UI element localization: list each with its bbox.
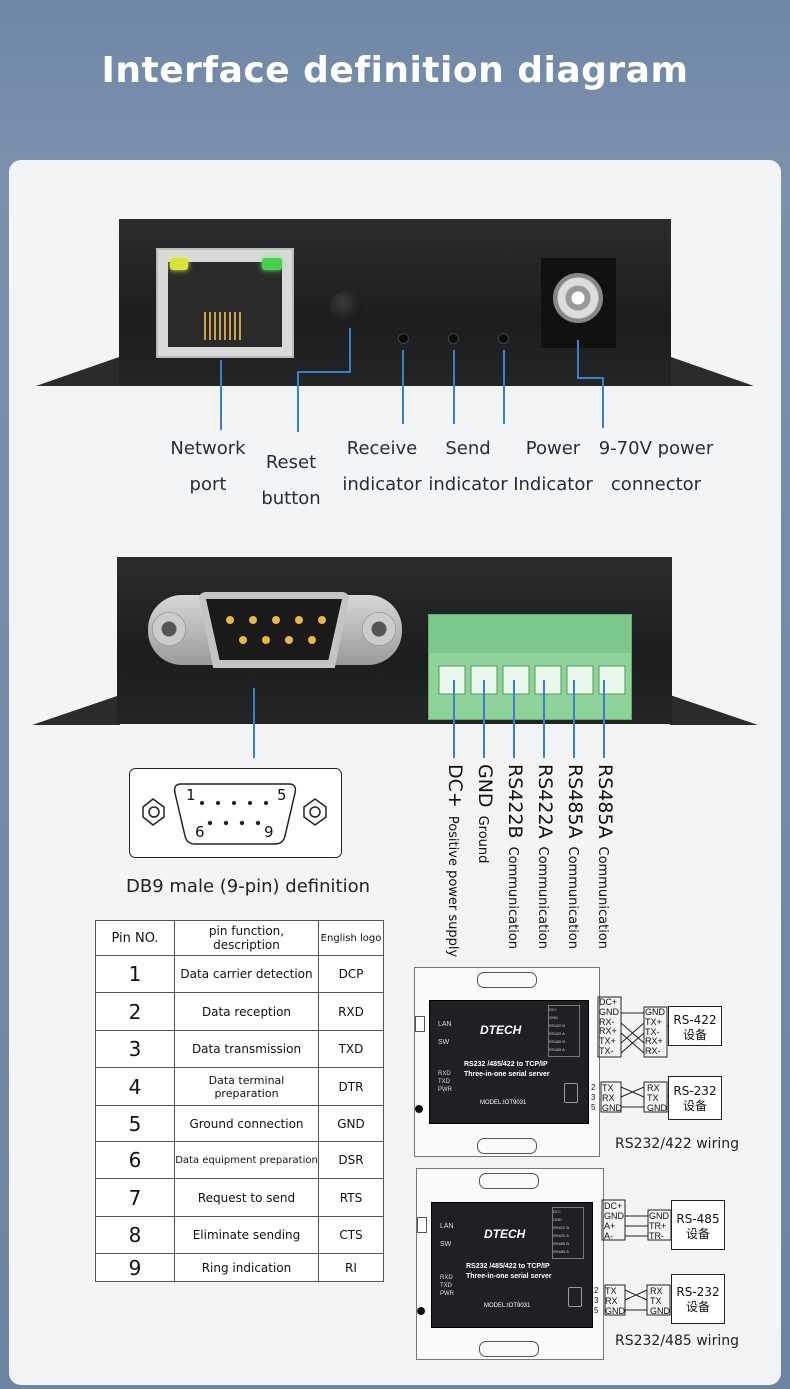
send-led <box>449 334 458 343</box>
db9-screw-left-icon <box>152 612 186 646</box>
d1-wires <box>597 996 675 1113</box>
terminal-label-rs485a-2: RS485ACommunication <box>594 764 616 949</box>
db9-pin-5-label: 5 <box>277 786 287 804</box>
db9-caption: DB9 male (9-pin) definition <box>126 876 371 897</box>
green-led-icon <box>262 258 282 270</box>
receive-led <box>399 334 408 343</box>
header-english-logo: English logo <box>318 920 384 956</box>
label-power-connector: 9-70V power connector <box>598 438 714 495</box>
bottom-leader-lines <box>253 680 605 758</box>
brand-logo-2: DTECH <box>484 1227 526 1241</box>
terminal-label-dc-plus: DC+Positive power supply <box>444 764 466 958</box>
db9-pin-6-label: 6 <box>195 823 205 841</box>
d2-wires <box>601 1199 672 1316</box>
label-receive-indicator: Receive indicator <box>342 438 422 495</box>
page-title: Interface definition diagram <box>101 50 689 91</box>
terminal-label-rs485a: RS485ACommunication <box>564 764 586 949</box>
header-function: pin function, description <box>174 920 319 956</box>
table-header-row: Pin NO. pin function, description Englis… <box>95 920 384 956</box>
terminal-label-rs422b: RS422BCommunication <box>504 764 526 950</box>
header-pin-no: Pin NO. <box>95 920 175 956</box>
d2-caption: RS232/485 wiring <box>615 1333 739 1349</box>
db9-schematic <box>129 768 342 858</box>
db9-pins <box>226 616 326 644</box>
power-led <box>499 334 508 343</box>
terminal-label-rs422a: RS422ACommunication <box>534 764 556 949</box>
rj45-port <box>156 248 294 358</box>
terminal-label-gnd: GNDGround <box>474 764 496 864</box>
d1-caption: RS232/422 wiring <box>615 1136 739 1152</box>
db9-pin-1-label: 1 <box>186 786 196 804</box>
label-reset-button: Reset button <box>261 452 321 509</box>
wiring-device-1: LAN SW DTECH RS232 /485/422 to TCP/IP Th… <box>414 967 600 1157</box>
label-power-indicator: Power Indicator <box>513 438 593 495</box>
label-send-indicator: Send indicator <box>428 438 508 495</box>
db9-screw-right-icon <box>362 612 396 646</box>
reset-button[interactable] <box>330 291 362 323</box>
pin-definition-table: Pin NO. pin function, description Englis… <box>95 920 384 1282</box>
yellow-led-icon <box>170 258 188 270</box>
db9-pin-9-label: 9 <box>264 823 274 841</box>
top-leader-lines <box>220 328 604 432</box>
db9-shell <box>198 592 350 668</box>
brand-logo: DTECH <box>480 1023 522 1037</box>
power-jack <box>541 258 616 348</box>
label-network-port: Network port <box>170 438 246 495</box>
wiring-device-2: LAN SW DTECH RS232 /485/422 to TCP/IP Th… <box>416 1168 604 1360</box>
